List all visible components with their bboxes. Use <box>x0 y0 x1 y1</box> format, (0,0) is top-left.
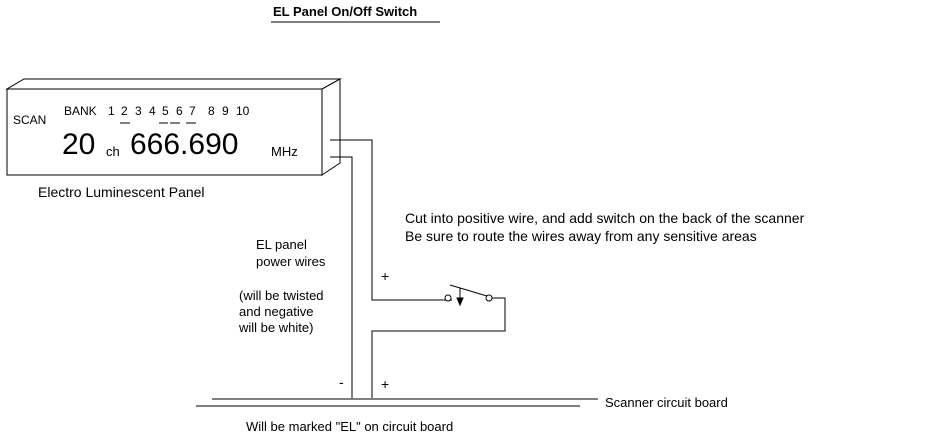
bank-number-8: 8 <box>208 104 215 118</box>
bank-number-2: 2 <box>121 104 128 118</box>
power-wires <box>330 139 506 398</box>
el-panel-box <box>5 78 342 176</box>
bank-number-3: 3 <box>135 104 142 118</box>
switch-symbol <box>444 284 493 307</box>
scan-label: SCAN <box>13 113 47 127</box>
bank-number-6: 6 <box>176 104 183 118</box>
panel-caption: Electro Luminescent Panel <box>38 184 205 200</box>
bank-number-10: 10 <box>236 104 250 118</box>
bank-number-4: 4 <box>149 104 156 118</box>
bank-label: BANK <box>64 104 97 118</box>
channel-value: 20 <box>62 128 96 161</box>
diagram-title: EL Panel On/Off Switch <box>273 4 418 19</box>
circuit-board-marking: Will be marked "EL" on circuit board <box>246 419 454 434</box>
wires-label-line1: EL panel <box>256 237 307 252</box>
bank-number-7: 7 <box>189 104 196 118</box>
circuit-board-lines <box>196 398 598 407</box>
channel-unit: ch <box>106 144 120 159</box>
wires-note-line3: will be white) <box>239 320 314 335</box>
bank-number-5: 5 <box>162 104 169 118</box>
circuit-board-label: Scanner circuit board <box>605 395 728 410</box>
positive-symbol-bottom: + <box>381 376 390 392</box>
bank-number-1: 1 <box>108 104 115 118</box>
instruction-line2: Be sure to route the wires away from any… <box>405 228 757 244</box>
instruction-line1: Cut into positive wire, and add switch o… <box>405 210 805 226</box>
frequency-value: 666.690 <box>130 128 239 161</box>
frequency-unit: MHz <box>271 144 298 159</box>
bank-number-9: 9 <box>222 104 229 118</box>
wires-note-line2: and negative <box>239 304 314 319</box>
wires-note-line1: (will be twisted <box>239 288 324 303</box>
positive-symbol-top: + <box>381 268 390 284</box>
negative-symbol: - <box>339 374 344 390</box>
wires-label-line2: power wires <box>256 254 326 269</box>
